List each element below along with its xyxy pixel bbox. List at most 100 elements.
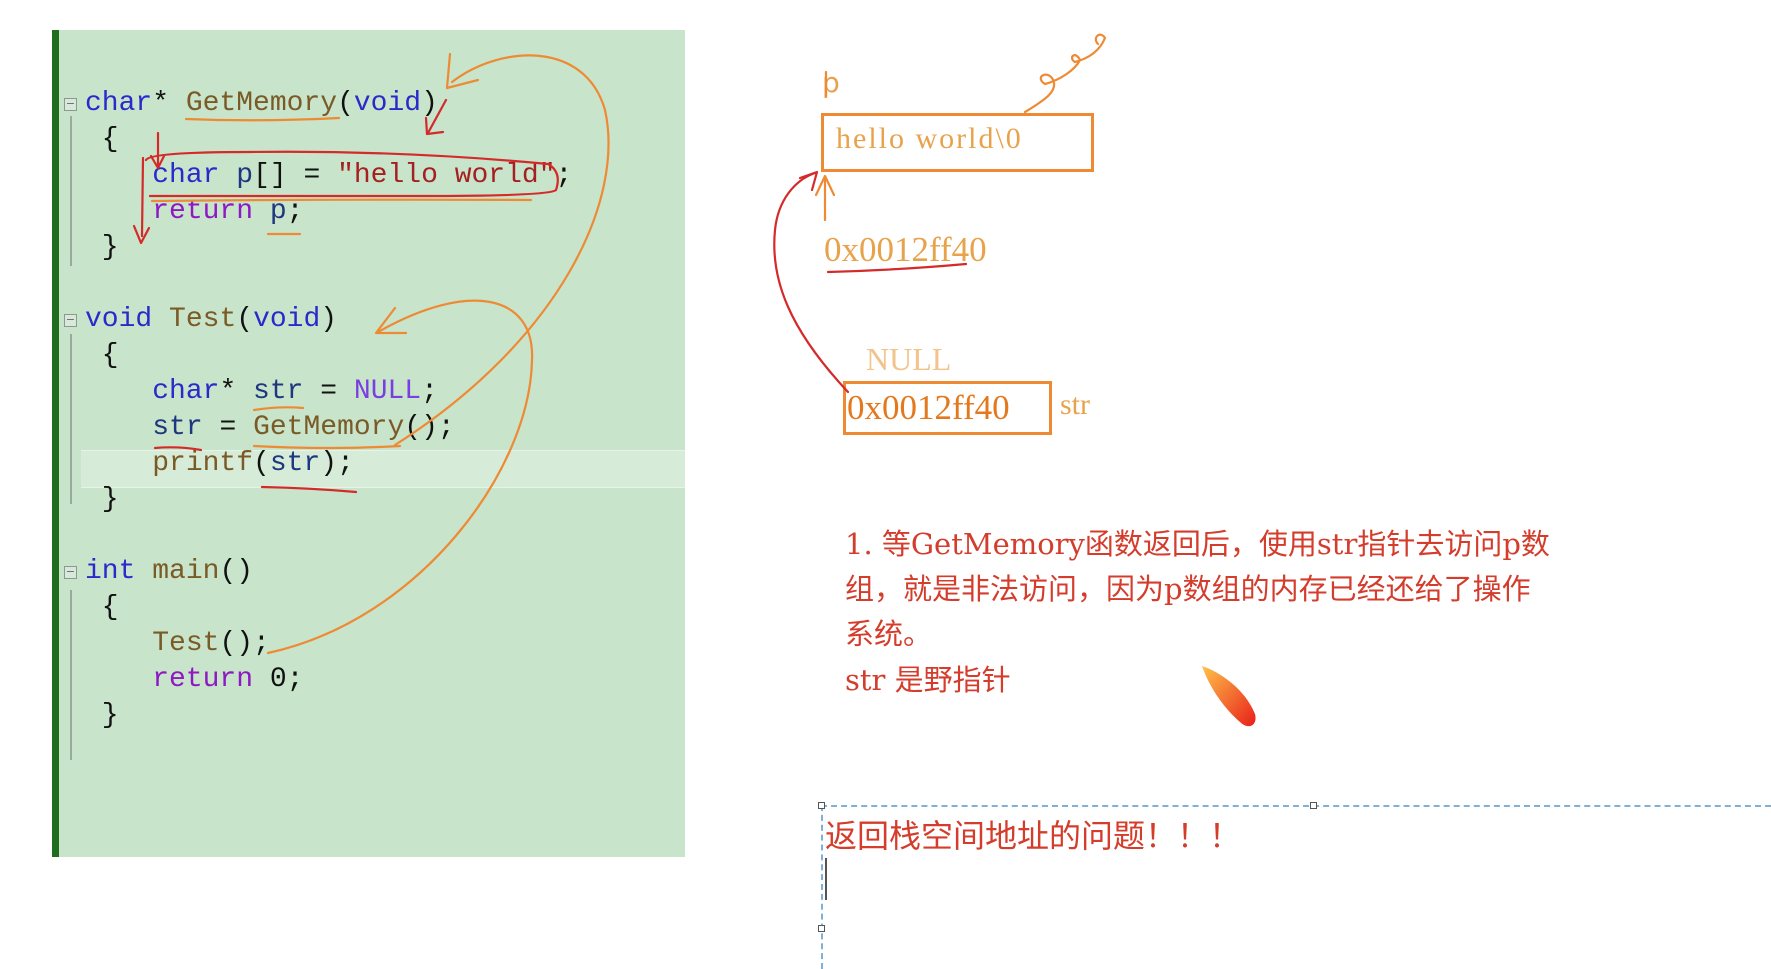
code-token-pl: (); (219, 628, 270, 659)
code-token-var: str (152, 412, 203, 443)
code-token-pl: (); (404, 412, 455, 443)
text-box[interactable] (821, 805, 1771, 969)
fold-collapse-icon[interactable]: − (64, 97, 77, 111)
code-token-fn: Test (152, 628, 220, 659)
text-cursor (825, 858, 827, 900)
code-token-pl: ) (320, 304, 338, 335)
resize-handle[interactable] (818, 925, 825, 932)
code-token-ret: return (152, 664, 254, 695)
arrow-head-icon (374, 306, 408, 335)
code-token-kw: char (152, 160, 220, 191)
code-line: char* str = NULL; (85, 374, 438, 410)
code-line: Test(); (85, 626, 270, 662)
code-token-kw: void (353, 88, 422, 119)
code-line: } (85, 230, 119, 266)
explanation-line: 1. 等GetMemory函数返回后，使用str指针去访问p数 (845, 527, 1550, 561)
arrow-head-icon (445, 52, 480, 90)
code-line: { (85, 590, 119, 626)
red-bracket (132, 156, 151, 245)
code-token-pl: () (219, 556, 254, 587)
code-token-pl: ( (337, 88, 354, 119)
curve-str-to-array (773, 171, 850, 394)
arrow-from-getmemory (424, 98, 448, 136)
arrow-head-icon (798, 170, 819, 192)
underline-getmemory (184, 116, 341, 122)
underline-hello-line (150, 198, 533, 203)
code-token-var: str (269, 448, 321, 479)
code-line: char p[] = "hello world"; (85, 158, 572, 194)
underline-printf-str (260, 485, 358, 494)
fold-collapse-icon[interactable]: − (64, 565, 77, 579)
explanation-line: 组，就是非法访问，因为p数组的内存已经还给了操作 (845, 572, 1531, 606)
curve-test-call (266, 299, 534, 655)
code-token-pl: ; (555, 160, 573, 191)
code-token-pl: { (85, 340, 119, 371)
fold-guide (70, 334, 72, 504)
code-token-kw: char (152, 376, 220, 407)
arrow-into-body (149, 131, 166, 170)
code-token-pl: ; (421, 376, 438, 407)
code-token-pl: } (85, 700, 119, 731)
code-line: } (85, 698, 119, 734)
code-token-pl: = (202, 412, 254, 443)
code-line: return 0; (85, 662, 303, 698)
code-token-pl: = (303, 376, 354, 407)
code-token-var: p (269, 196, 287, 227)
underline-str (252, 406, 305, 412)
code-token-str: "hello world" (337, 160, 556, 191)
code-line: { (85, 122, 119, 158)
code-token-pl: ); (320, 448, 354, 479)
code-token-pl: ) (421, 88, 438, 119)
array-box (821, 113, 1094, 172)
code-token-pl: ( (236, 304, 254, 335)
code-line: int main() (85, 554, 253, 590)
underline-getmemory-call (252, 444, 402, 450)
underline-str-red (153, 446, 203, 452)
fold-guide (70, 116, 72, 266)
code-token-fn: main (152, 556, 220, 587)
code-token-pl: } (85, 484, 119, 515)
resize-handle[interactable] (818, 802, 825, 809)
code-editor[interactable]: −char* GetMemory(void) { char p[] = "hel… (52, 30, 685, 857)
code-token-kw: int (85, 556, 136, 587)
code-token-var: p (236, 160, 254, 191)
code-token-pl: ( (253, 448, 270, 479)
code-token-pl: * (152, 88, 186, 119)
code-token-fn: printf (152, 448, 254, 479)
code-token-fn: GetMemory (253, 412, 405, 443)
address-label: 0x0012ff40 (824, 230, 987, 269)
fold-collapse-icon[interactable]: − (64, 313, 77, 327)
current-line-highlight (81, 450, 685, 488)
code-token-fn: GetMemory (185, 88, 338, 119)
explanation-line: 系统。 (845, 617, 933, 651)
code-token-pl: * (219, 376, 254, 407)
curve-getmemory-return (393, 54, 610, 447)
editor-margin-bar (52, 30, 59, 857)
note-title[interactable]: 返回栈空间地址的问题！！！ (825, 817, 1242, 855)
str-new-value: 0x0012ff40 (847, 388, 1010, 427)
code-token-pl: } (85, 232, 119, 263)
code-token-pl: { (85, 592, 119, 623)
code-token-pl: 0; (253, 664, 304, 695)
code-token-var: str (253, 376, 304, 407)
code-token-pl: [] = (253, 160, 338, 191)
code-token-kw: char (85, 88, 153, 119)
str-box (843, 381, 1052, 435)
resize-handle[interactable] (1310, 802, 1317, 809)
code-line: { (85, 338, 119, 374)
code-line: } (85, 482, 119, 518)
code-line: char* GetMemory(void) (85, 86, 438, 122)
fold-guide (70, 590, 72, 760)
code-token-kw: void (85, 304, 153, 335)
code-token-kw: void (253, 304, 321, 335)
explanation-line: str 是野指针 (845, 663, 1011, 697)
feather-icon (1200, 664, 1260, 730)
code-token-pl: { (85, 124, 119, 155)
str-label: str (1060, 388, 1090, 421)
code-line: printf(str); (85, 446, 354, 482)
red-box-hello-line (144, 150, 559, 198)
code-token-fn: Test (169, 304, 237, 335)
str-old-value: NULL (866, 341, 952, 377)
code-line: str = GetMemory(); (85, 410, 455, 446)
